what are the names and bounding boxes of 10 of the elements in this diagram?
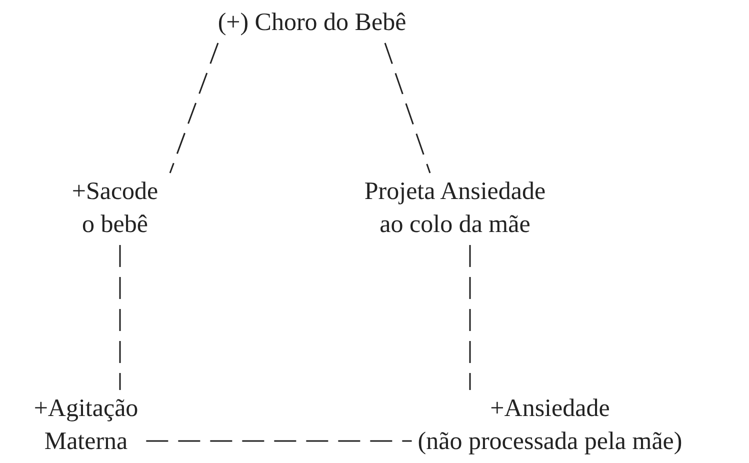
node-label: +Ansiedade (não processada pela mãe) — [418, 392, 682, 458]
connector-line — [119, 245, 121, 390]
connector-line — [469, 245, 471, 390]
node-label: +Agitação Materna — [34, 392, 138, 458]
node-label: +Sacode o bebê — [72, 175, 158, 241]
node-label: (+) Choro do Bebê — [218, 6, 406, 39]
node-label: Projeta Ansiedade ao colo da mãe — [364, 175, 546, 241]
connector-line — [146, 440, 412, 442]
connector-line — [384, 42, 431, 174]
connector-line — [169, 42, 219, 174]
